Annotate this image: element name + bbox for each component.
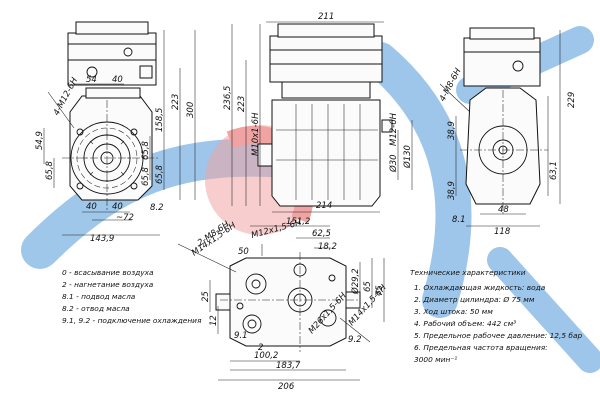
dim-62-5: 62,5	[312, 229, 331, 239]
dim-300: 300	[186, 102, 196, 118]
dim-25: 25	[201, 291, 211, 302]
dim-65: 65	[363, 281, 373, 292]
dim-40a: 40	[112, 75, 123, 85]
dim-151-2: 151,2	[286, 217, 310, 227]
dim-54: 54	[86, 75, 97, 85]
dim-65-8d: 65,8	[155, 164, 165, 184]
legend-item: 0 - всасывание воздуха	[62, 268, 154, 277]
dim-223a: 223	[171, 94, 181, 110]
front-view	[43, 21, 196, 236]
dim-214: 214	[316, 201, 332, 211]
dim-d30: Ø30	[388, 154, 399, 173]
legend-item: 8.1 - подвод масла	[62, 292, 136, 301]
dim-158-5: 158,5	[155, 108, 165, 132]
bottom-view	[177, 225, 385, 381]
dim-75: 75	[375, 285, 385, 296]
dim-236-5: 236,5	[223, 86, 233, 110]
spec-item: 1. Охлаждающая жидкость: вода	[414, 283, 546, 292]
dim-229: 229	[567, 92, 577, 108]
ports-legend: 0 - всасывание воздуха 2 - нагнетание во…	[62, 268, 202, 325]
specs-title: Технические характеристики	[410, 268, 526, 277]
spec-item: 4. Рабочий объем: 442 см³	[414, 319, 516, 328]
dim-50: 50	[238, 247, 249, 257]
dim-9-2: 9.2	[348, 335, 362, 345]
dim-54-9: 54,9	[35, 131, 45, 150]
spec-item: 3000 мин⁻¹	[414, 355, 457, 364]
dim-2: 2	[258, 343, 263, 353]
dim-38-9a: 38,9	[447, 121, 457, 140]
side-view	[231, 21, 413, 213]
dim-thread-m12b: M12-6H	[389, 112, 399, 146]
dim-206: 206	[278, 382, 295, 392]
dim-40c: 40	[112, 202, 123, 212]
dim-d130: Ø130	[402, 145, 413, 169]
dim-211: 211	[318, 12, 334, 22]
dim-65-8c: 65,8	[141, 166, 151, 186]
legend-item: 8.2 - отвод масла	[62, 304, 130, 313]
spec-item: 6. Предельная частота вращения:	[414, 343, 548, 352]
dim-65-8a: 65,8	[141, 140, 151, 160]
dim-143-9: 143,9	[90, 234, 114, 244]
dim-100-2: 100,2	[254, 351, 278, 361]
dim-65-8b: 65,8	[45, 160, 55, 180]
dim-9-1: 9.1	[234, 331, 248, 341]
spec-item: 3. Ход штока: 50 мм	[414, 307, 493, 316]
dim-118: 118	[494, 227, 511, 237]
legend-item: 2 - нагнетание воздуха	[62, 280, 154, 289]
spec-item: 2. Диаметр цилиндра: Ø 75 мм	[414, 295, 535, 304]
dim-183-7: 183,7	[276, 361, 301, 371]
dim-223b: 223	[237, 96, 247, 112]
dim-8-2: 8.2	[150, 203, 164, 213]
spec-item: 5. Предельное рабочее давление: 12,5 бар	[414, 331, 582, 340]
rear-view	[439, 27, 561, 227]
dim-8-1: 8.1	[452, 215, 466, 225]
dim-72: ~72	[116, 213, 134, 223]
specs-block: Технические характеристики 1. Охлаждающа…	[410, 268, 582, 364]
legend-item: 9.1, 9.2 - подключение охлаждения	[62, 316, 202, 325]
dim-48: 48	[498, 205, 509, 215]
dim-thread-m10: M10x1-6H	[251, 112, 261, 156]
dim-40b: 40	[86, 202, 97, 212]
dim-63-1: 63,1	[549, 161, 559, 180]
dim-18-2: 18,2	[318, 242, 337, 252]
dim-38-9b: 38,9	[447, 181, 457, 200]
dim-12: 12	[209, 315, 219, 326]
dim-phi29-2: Ø29,2	[350, 268, 361, 295]
side-view-labels: 211 236,5 223 M10x1-6H 214 M12-6H Ø30 Ø1…	[223, 12, 413, 211]
